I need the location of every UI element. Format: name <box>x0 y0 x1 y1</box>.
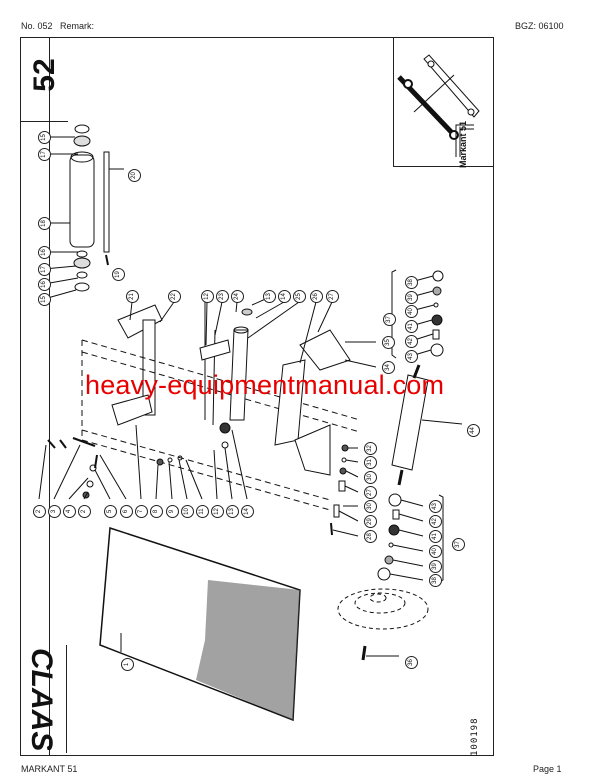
part-callout: 1 <box>121 658 134 671</box>
logo-divider <box>66 645 67 753</box>
part-callout: 35 <box>382 336 395 349</box>
part-callout: 39 <box>405 291 418 304</box>
part-callout: 44 <box>467 424 480 437</box>
part-callout: 14 <box>278 290 291 303</box>
part-callout: 29 <box>364 515 377 528</box>
part-callout: 22 <box>168 290 181 303</box>
part-callout: 32 <box>364 442 377 455</box>
part-callout: 23 <box>216 290 229 303</box>
part-callout: 15 <box>38 131 51 144</box>
part-callout: 38 <box>405 276 418 289</box>
part-callout: 30 <box>364 471 377 484</box>
plate-number-divider <box>20 121 68 122</box>
part-callout: 2 <box>33 505 46 518</box>
part-callout: 41 <box>429 530 442 543</box>
part-callout: 42 <box>405 335 418 348</box>
part-callout: 11 <box>196 505 209 518</box>
claas-logo-icon: CLAAS <box>25 648 58 751</box>
machine-location-icon <box>397 54 480 157</box>
part-callout: 26 <box>310 290 323 303</box>
part-callout: 43 <box>429 500 442 513</box>
part-callout: 25 <box>293 290 306 303</box>
part-callout: 31 <box>364 456 377 469</box>
claas-logo: CLAAS <box>25 646 64 751</box>
part-callout: 27 <box>364 486 377 499</box>
part-callout: 39 <box>429 560 442 573</box>
part-callout: 16 <box>38 246 51 259</box>
part-callout: 38 <box>429 574 442 587</box>
part-callout: 6 <box>120 505 133 518</box>
part-callout: 37 <box>452 538 465 551</box>
part-callout: 40 <box>429 545 442 558</box>
part-callout: 28 <box>364 530 377 543</box>
part-callout: 7 <box>135 505 148 518</box>
part-callout: 17 <box>38 148 51 161</box>
part-callout: 17 <box>38 263 51 276</box>
part-callout: 13 <box>263 290 276 303</box>
page-header-left: No. 052 Remark: <box>21 21 94 31</box>
part-callout: 27 <box>326 290 339 303</box>
part-callout: 2 <box>78 505 91 518</box>
part-callout: 19 <box>112 268 125 281</box>
document-number: No. 052 <box>21 21 53 31</box>
part-callout: 18 <box>38 217 51 230</box>
part-callout: 12 <box>211 505 224 518</box>
group-code: BGZ: 06100 <box>515 21 564 31</box>
part-callout: 14 <box>241 505 254 518</box>
part-callout: 10 <box>181 505 194 518</box>
part-callout: 8 <box>150 505 163 518</box>
part-callout: 3 <box>48 505 61 518</box>
left-title-column <box>20 37 50 756</box>
part-callout: 4 <box>63 505 76 518</box>
part-callout: 20 <box>128 169 141 182</box>
part-callout: 24 <box>231 290 244 303</box>
part-callout: 9 <box>166 505 179 518</box>
svg-text:CLAAS: CLAAS <box>28 648 58 750</box>
part-callout: 42 <box>429 515 442 528</box>
part-callout: 13 <box>226 505 239 518</box>
part-callout: 41 <box>405 320 418 333</box>
part-callout: 37 <box>383 313 396 326</box>
part-callout: 43 <box>405 350 418 363</box>
part-callout: 30 <box>364 500 377 513</box>
footer-model: MARKANT 51 <box>21 764 78 774</box>
location-inset <box>393 37 494 167</box>
drawing-code: 100198 <box>470 717 480 756</box>
part-callout: 12 <box>201 290 214 303</box>
part-callout: 36 <box>405 656 418 669</box>
footer-page-number: Page 1 <box>533 764 562 774</box>
part-callout: 5 <box>104 505 117 518</box>
watermark-text: heavy-equipmentmanual.com <box>85 370 445 400</box>
part-callout: 40 <box>405 305 418 318</box>
part-callout: 15 <box>38 293 51 306</box>
remark-label: Remark: <box>60 21 95 31</box>
part-callout: 21 <box>126 290 139 303</box>
part-callout: 16 <box>38 278 51 291</box>
drawing-frame <box>20 37 494 756</box>
